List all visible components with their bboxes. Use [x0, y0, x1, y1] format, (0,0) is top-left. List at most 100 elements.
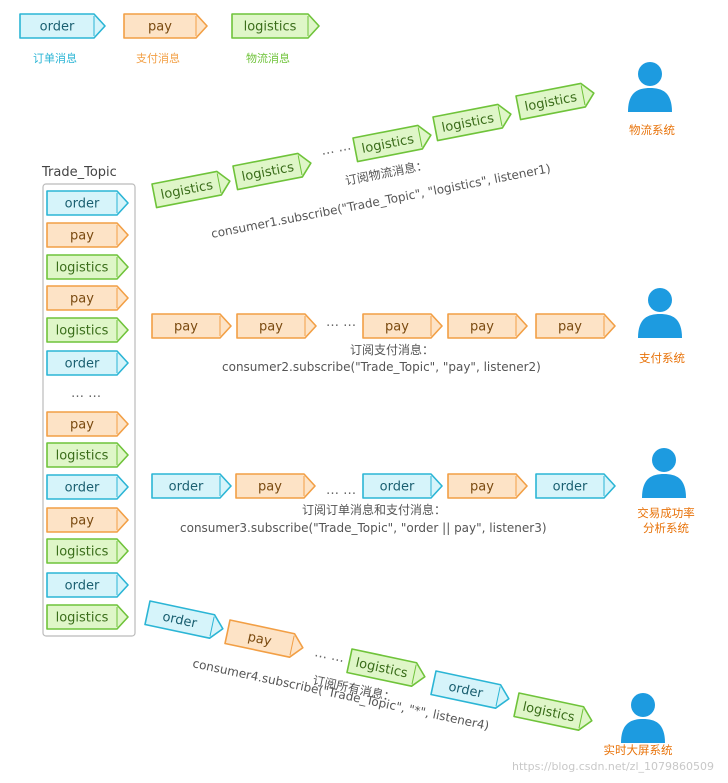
message-shape	[447, 473, 528, 499]
topic-logistics-message: logistics	[46, 538, 129, 564]
topic-pay-message: pay	[46, 507, 129, 533]
lane4-order-message: order	[430, 670, 510, 709]
system2-user-icon	[638, 288, 682, 338]
message-shape	[232, 152, 312, 191]
message-shape	[46, 222, 129, 248]
lane2-pay-message: pay	[151, 313, 232, 339]
topic-logistics-message: logistics	[46, 317, 129, 343]
lane1-logistics-message: logistics	[432, 103, 512, 142]
message-label: order	[447, 680, 485, 702]
message-label: logistics	[56, 324, 109, 339]
message-label: pay	[558, 320, 582, 335]
message-label: logistics	[56, 449, 109, 464]
topic-order-message: order	[46, 474, 129, 500]
message-label: pay	[470, 480, 494, 495]
message-shape	[46, 572, 129, 598]
message-label: order	[65, 197, 100, 212]
user-body	[638, 314, 682, 338]
message-label: logistics	[244, 20, 297, 35]
lane3-order-message: order	[151, 473, 232, 499]
message-shape	[352, 124, 432, 163]
message-label: order	[161, 610, 199, 632]
topic-pay-message: pay	[46, 411, 129, 437]
message-shape	[19, 13, 106, 39]
message-shape	[224, 619, 304, 658]
system-label: 交易成功率	[637, 506, 695, 520]
watermark: https://blog.csdn.net/zl_1079860509	[512, 760, 714, 773]
message-label: pay	[70, 514, 94, 529]
topic-pay-message: pay	[46, 285, 129, 311]
lane3-pay-message: pay	[235, 473, 316, 499]
system-label: 实时大屏系统	[604, 743, 673, 757]
message-shape	[46, 317, 129, 343]
message-shape	[46, 190, 129, 216]
message-label: logistics	[56, 611, 109, 626]
lane1-logistics-message: logistics	[515, 82, 595, 121]
message-label: order	[40, 20, 75, 35]
user-body	[621, 719, 665, 743]
message-fold	[411, 664, 417, 685]
ellipsis: … …	[71, 386, 101, 401]
lane2-pay-message: pay	[236, 313, 317, 339]
legend-pay-tag: pay	[123, 13, 208, 39]
message-shape	[151, 170, 231, 209]
user-head	[648, 288, 672, 312]
message-fold	[497, 106, 503, 127]
message-label: logistics	[56, 261, 109, 276]
legend: order 订单消息 pay 支付消息 logistics 物流消息	[19, 13, 320, 65]
lane4-logistics-message: logistics	[513, 692, 593, 731]
message-fold	[216, 173, 222, 194]
subscribe-description: 订阅支付消息：	[350, 342, 434, 357]
message-label: order	[65, 579, 100, 594]
topic-logistics-message: logistics	[46, 254, 129, 280]
message-label: pay	[385, 320, 409, 335]
system3-user-icon	[642, 448, 686, 498]
lane4-pay-message: pay	[224, 619, 304, 658]
subscribe-description: 订阅物流消息：	[344, 157, 429, 188]
message-shape	[46, 442, 129, 468]
message-fold	[495, 686, 501, 707]
lane2-pay-message: pay	[535, 313, 616, 339]
user-head	[631, 693, 655, 717]
message-shape	[144, 600, 224, 639]
message-shape	[151, 473, 232, 499]
legend-logistics-tag: logistics	[231, 13, 320, 39]
lane3-order-message: order	[362, 473, 443, 499]
message-shape	[362, 313, 443, 339]
legend-caption: 订单消息	[33, 51, 77, 65]
message-label: pay	[70, 292, 94, 307]
message-shape	[46, 254, 129, 280]
message-label: order	[553, 480, 588, 495]
message-label: order	[65, 481, 100, 496]
system-label: 分析系统	[643, 521, 689, 535]
message-shape	[46, 350, 129, 376]
message-label: pay	[148, 20, 172, 35]
lane2-pay-message: pay	[447, 313, 528, 339]
message-fold	[417, 127, 423, 148]
message-label: pay	[246, 630, 273, 650]
message-fold	[289, 635, 295, 656]
subscribe-code: consumer3.subscribe("Trade_Topic", "orde…	[180, 521, 547, 535]
user-body	[628, 88, 672, 112]
system-label: 物流系统	[629, 123, 675, 137]
message-label: order	[65, 357, 100, 372]
message-shape	[231, 13, 320, 39]
topic-pay-message: pay	[46, 222, 129, 248]
legend-caption: 物流消息	[246, 51, 290, 65]
lane3-order-message: order	[535, 473, 616, 499]
user-head	[638, 62, 662, 86]
message-shape	[235, 473, 316, 499]
message-shape	[346, 648, 426, 687]
user-body	[642, 474, 686, 498]
message-shape	[447, 313, 528, 339]
topic-logistics-message: logistics	[46, 604, 129, 630]
message-shape	[46, 474, 129, 500]
legend-caption: 支付消息	[136, 51, 180, 65]
ellipsis: … …	[326, 315, 356, 330]
system4-user-icon	[621, 693, 665, 743]
message-shape	[535, 313, 616, 339]
message-shape	[46, 285, 129, 311]
